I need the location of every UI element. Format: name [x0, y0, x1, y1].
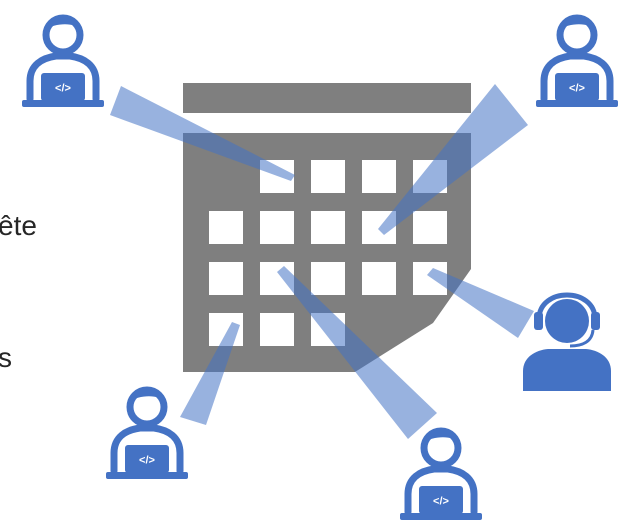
- beam-support: [427, 268, 534, 338]
- calendar-header-bar: [183, 83, 471, 113]
- beam-bottom-left: [180, 322, 240, 425]
- developer-top-right-icon: [536, 17, 618, 107]
- beam-top-left: [110, 86, 295, 181]
- assignment-beams: [110, 84, 534, 439]
- cropped-text-fragment-1: ête: [0, 210, 37, 241]
- calendar-body: [183, 133, 471, 372]
- developer-top-left-icon: [22, 17, 104, 107]
- support-agent-icon: [523, 292, 611, 391]
- developer-bottom-left-icon: [106, 389, 188, 479]
- developer-bottom-center-icon: [400, 430, 482, 520]
- beam-bottom-center: [277, 266, 437, 439]
- beam-top-right: [378, 84, 528, 235]
- cropped-text-fragment-2: s: [0, 342, 12, 373]
